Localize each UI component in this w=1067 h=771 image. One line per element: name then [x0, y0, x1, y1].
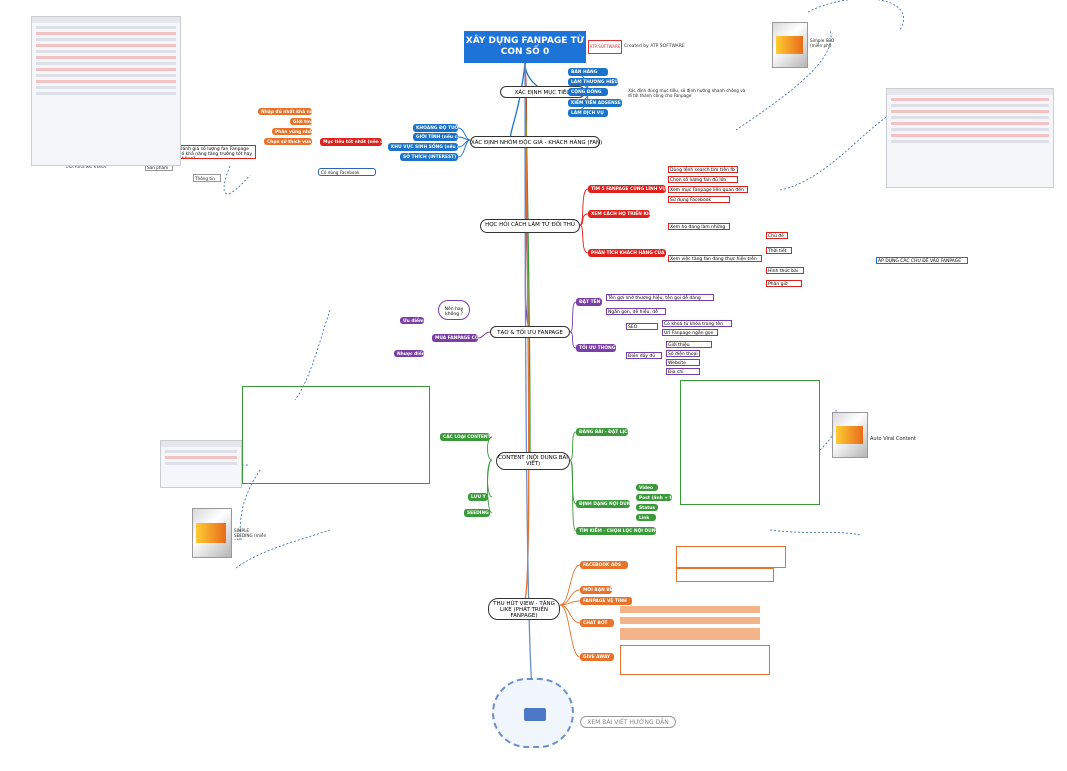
- create-fill-note: Số điện thoại: [666, 350, 700, 357]
- audience-target: Nhập đủ nhất khả năng: [258, 108, 312, 115]
- content-schedule-detail: [680, 380, 820, 505]
- growth-satellite-detail: [620, 606, 760, 613]
- create-buy-pros: Ưu điểm: [400, 317, 424, 324]
- create-fill-note: Giới thiệu Fanpage: [666, 341, 712, 348]
- create-seo: SEO Fanpage: [626, 323, 658, 330]
- topic-audience[interactable]: XÁC ĐỊNH NHÓM ĐỘC GIẢ - KHÁCH HÀNG (FAN): [470, 136, 602, 148]
- create-seo-note: Url Fanpage ngắn gọn: [662, 329, 718, 336]
- content-format-item: Video: [636, 484, 658, 491]
- content-format-item: Status: [636, 504, 658, 511]
- audience-note: Có dùng Facebook Audience Insight: [318, 168, 376, 176]
- learn-item: TÌM 5 FANPAGE CÙNG LĨNH VỰC: [588, 185, 666, 193]
- learn-analyze-note: ÁP DỤNG CÁC CHỦ ĐỀ VÀO FANPAGE: [876, 257, 968, 264]
- credit-text: Created by ATP SOFTWARE: [624, 44, 685, 49]
- learn-find-note: Dùng lệnh search tìm trên fb "tag, tính": [668, 166, 738, 173]
- growth-item: FACEBOOK ADS: [580, 561, 628, 569]
- learn-analyze-sub: Chủ đề: [766, 232, 788, 239]
- audience-item: GIỚI TÍNH (nếu cần): [413, 133, 458, 141]
- create-name-note: Tên gợi nhớ thương hiệu, tên gọi dễ dàng…: [606, 294, 714, 301]
- simple-seeding-box-image: [192, 508, 232, 558]
- goal-item: BÁN HÀNG: [568, 68, 608, 76]
- audience-tool: Thông tin khách hàng tiềm năng: [193, 174, 221, 182]
- content-curation: TÌM KIẾM - CHỌN LỌC NỘI DUNG: [576, 527, 656, 535]
- learn-analyze-sub: Thời tiết: [766, 247, 792, 254]
- growth-chatbot-detail: [620, 617, 760, 624]
- audience-target: Phân vùng nhất định: [272, 128, 312, 135]
- simple-seo-label: Simple SEO (miễn phí): [810, 38, 835, 49]
- learn-find-note: Sử dụng Facebook Audience: [668, 196, 730, 203]
- learn-analyze-sub: Phân giờ đăng bài: [766, 280, 802, 287]
- growth-item: GIVE AWAY: [580, 653, 614, 661]
- create-name: ĐẶT TÊN: [576, 298, 602, 306]
- growth-giveaway-detail: [620, 645, 770, 675]
- topic-goals[interactable]: XÁC ĐỊNH MỤC TIÊU: [500, 86, 585, 98]
- create-name-note: Ngắn gọn, dễ hiểu, dễ nhớ: [606, 308, 666, 315]
- screenshot-audience-insights: [31, 16, 181, 166]
- topic-learn[interactable]: HỌC HỎI CÁCH LÀM TỪ ĐỐI THỦ: [480, 219, 580, 233]
- audience-target-label: Mục tiêu tốt nhất (nên có): [320, 138, 382, 146]
- goal-item: KIẾM TIỀN ADSENSE: [568, 99, 622, 107]
- content-format-item: Link: [636, 514, 656, 521]
- learn-find-note: Xem mục Fanpage liên quan đến lĩnh vực c…: [668, 186, 748, 193]
- growth-ads-detail-2: [676, 568, 774, 582]
- auto-viral-box-image: [832, 412, 868, 458]
- learn-item: XEM CÁCH HỌ TRIỂN KHAI: [588, 210, 650, 218]
- growth-item: FANPAGE VỆ TINH: [580, 597, 632, 605]
- learn-find-note: Chọn số lượng fan đủ lớn (Tầm 10 ~ 1 tay…: [668, 176, 738, 183]
- atp-logo: ATP SOFTWARE: [588, 40, 622, 54]
- create-fill: Điền đầy đủ thông tin: [626, 352, 662, 359]
- content-luu-y: LƯU Ý: [468, 493, 488, 501]
- simple-seeding-label: SIMPLE SEEDING (miễn phí): [234, 528, 267, 540]
- audience-target: Chọn sở thích vừa có tên TOP: [264, 138, 312, 145]
- create-fill-note: Địa chỉ: [666, 368, 700, 375]
- screenshot-post-example: [160, 440, 242, 488]
- audience-item: KHOẢNG ĐỘ TUỔI: [413, 124, 458, 132]
- audience-item: KHU VỰC SINH SỐNG (nếu cần): [388, 143, 458, 151]
- learn-analyze: Xem việc tăng fan đang thực hiện trên Fa…: [668, 255, 762, 262]
- learn-item: PHÂN TÍCH KHÁCH HÀNG CỦA HỌ: [588, 249, 666, 257]
- audience-question: Đánh giá số lượng fan Fanpage có khả năn…: [176, 145, 256, 159]
- goals-note: Xác định đúng mục tiêu, sẽ định hướng nh…: [628, 88, 746, 98]
- growth-item: MỜI BẠN BÈ: [580, 586, 612, 594]
- create-fill-note: Website: [666, 359, 700, 366]
- simple-seo-box-image: [772, 22, 808, 68]
- auto-viral-label: Auto Viral Content: [870, 436, 916, 442]
- laptop-icon: [524, 708, 546, 721]
- topic-content[interactable]: CONTENT (NỘI DUNG BÀI VIẾT): [496, 452, 570, 470]
- tutorial-cloud: [492, 678, 574, 748]
- create-buy-cons: Nhược điểm: [394, 350, 424, 357]
- create-seo-note: Có khoá từ khóa trong tên Fanpage: [662, 320, 732, 327]
- content-schedule: ĐĂNG BÀI - ĐẶT LỊCH: [576, 428, 628, 436]
- tutorial-link[interactable]: XEM BÀI VIẾT HƯỚNG DẪN: [580, 716, 676, 728]
- screenshot-competitor-fanpage: [886, 88, 1054, 188]
- growth-item: CHAT BOT: [580, 619, 614, 627]
- content-format: ĐỊNH DẠNG NỘI DUNG: [576, 500, 630, 508]
- goal-item: CỘNG ĐỒNG: [568, 88, 608, 96]
- learn-analyze-sub: Hình thức bài viết: [766, 267, 804, 274]
- goal-item: LÀM DỊCH VỤ: [568, 109, 608, 117]
- content-seeding: SEEDING: [464, 509, 490, 517]
- content-types-detail: [242, 386, 430, 484]
- create-info: TỐI ƯU THÔNG TIN: [576, 344, 616, 352]
- content-format-item: Post (ảnh + text): [636, 494, 672, 501]
- topic-create[interactable]: TẠO & TỐI ƯU FANPAGE: [490, 326, 570, 338]
- topic-growth[interactable]: THU HÚT VIEW - TĂNG LIKE (PHÁT TRIỂN FAN…: [488, 598, 560, 620]
- content-types: CÁC LOẠI CONTENT: [440, 433, 490, 441]
- growth-ads-detail: [676, 546, 786, 568]
- growth-chatbot-detail-2: [620, 628, 760, 640]
- root-topic: XÂY DỰNG FANPAGE TỪ CON SỐ 0: [464, 31, 586, 63]
- create-buy-question: Nên hay không ?: [438, 300, 470, 320]
- goal-item: LÀM THƯƠNG HIỆU: [568, 78, 618, 86]
- create-buy: MUA FANPAGE CÓ SẴN: [432, 334, 478, 342]
- audience-item: SỞ THÍCH (INTEREST): [400, 153, 458, 161]
- learn-analyze: Xem họ đang làm những gì?: [668, 223, 730, 230]
- audience-target: Giới tính: [290, 118, 312, 125]
